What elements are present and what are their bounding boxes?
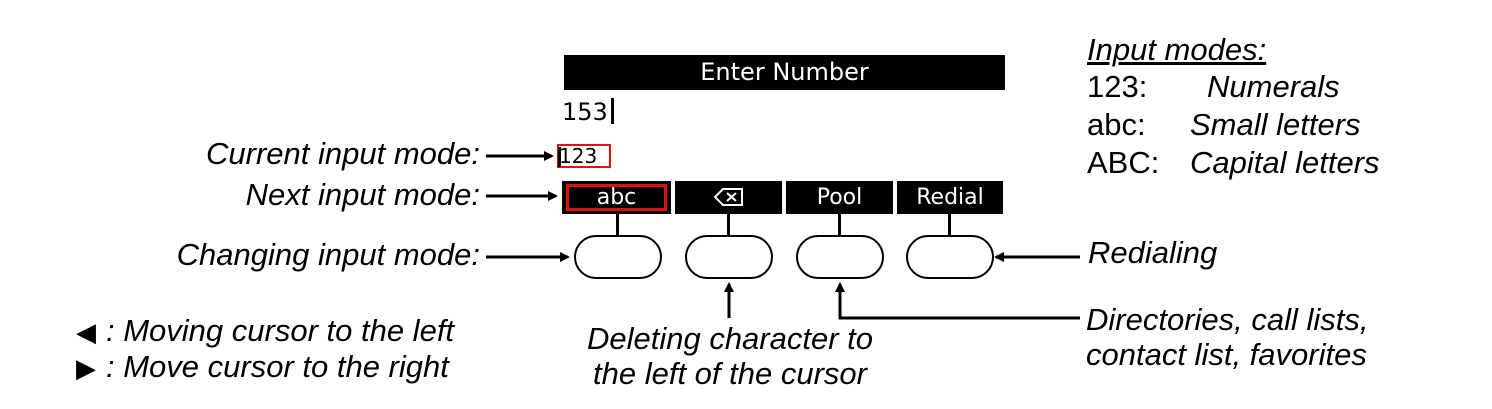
label-directories-2: contact list, favorites — [1086, 337, 1367, 372]
input-mode-row: 123: Numerals — [1087, 69, 1340, 104]
tick-2 — [727, 214, 730, 235]
softkey-pool[interactable]: Pool — [786, 181, 893, 214]
entered-number: 153 — [562, 97, 614, 127]
input-mode-desc: Capital letters — [1190, 145, 1380, 180]
current-mode-indicator: 123 — [557, 144, 611, 168]
hardware-key-1[interactable] — [574, 235, 662, 279]
hardware-key-2[interactable] — [685, 235, 773, 279]
input-mode-row: abc: Small letters — [1087, 107, 1361, 142]
softkey-redial[interactable]: Redial — [897, 181, 1003, 214]
input-mode-code: 123: — [1087, 69, 1148, 104]
tick-3 — [838, 214, 841, 235]
input-mode-code: abc: — [1087, 107, 1146, 142]
input-mode-code: ABC: — [1087, 145, 1160, 180]
input-modes-title: Input modes: — [1087, 32, 1267, 67]
legend-cursor-left: ◀ : Moving cursor to the left — [76, 314, 454, 349]
backspace-icon — [713, 188, 743, 206]
label-redialing: Redialing — [1088, 235, 1218, 270]
mode-indicator-text: 123 — [559, 144, 598, 168]
label-current-mode: Current input mode: — [206, 136, 480, 171]
right-arrow-icon: ▶ — [76, 353, 96, 383]
softkey-backspace[interactable] — [675, 181, 782, 214]
input-mode-desc: Small letters — [1190, 107, 1361, 142]
tick-1 — [616, 214, 619, 235]
legend-cursor-right-text: : Move cursor to the right — [106, 349, 449, 384]
label-delete-2: the left of the cursor — [593, 356, 867, 391]
left-arrow-icon: ◀ — [76, 317, 96, 347]
label-directories-1: Directories, call lists, — [1086, 302, 1369, 337]
text-cursor — [610, 98, 614, 124]
entered-value: 153 — [562, 98, 608, 126]
hardware-key-4[interactable] — [906, 235, 994, 279]
input-mode-row: ABC: Capital letters — [1087, 145, 1380, 180]
label-delete-1: Deleting character to — [586, 321, 874, 356]
mode-caret — [558, 147, 561, 167]
label-next-mode: Next input mode: — [245, 177, 480, 212]
display-title-bar: Enter Number — [564, 55, 1005, 90]
input-mode-desc: Numerals — [1207, 69, 1340, 104]
arrow-directories — [835, 282, 1080, 320]
hardware-key-3[interactable] — [796, 235, 884, 279]
softkey-abc[interactable]: abc — [562, 181, 671, 214]
tick-4 — [948, 214, 951, 235]
label-changing-mode: Changing input mode: — [176, 237, 480, 272]
legend-cursor-left-text: : Moving cursor to the left — [106, 313, 455, 348]
legend-cursor-right: ▶ : Move cursor to the right — [76, 350, 449, 385]
